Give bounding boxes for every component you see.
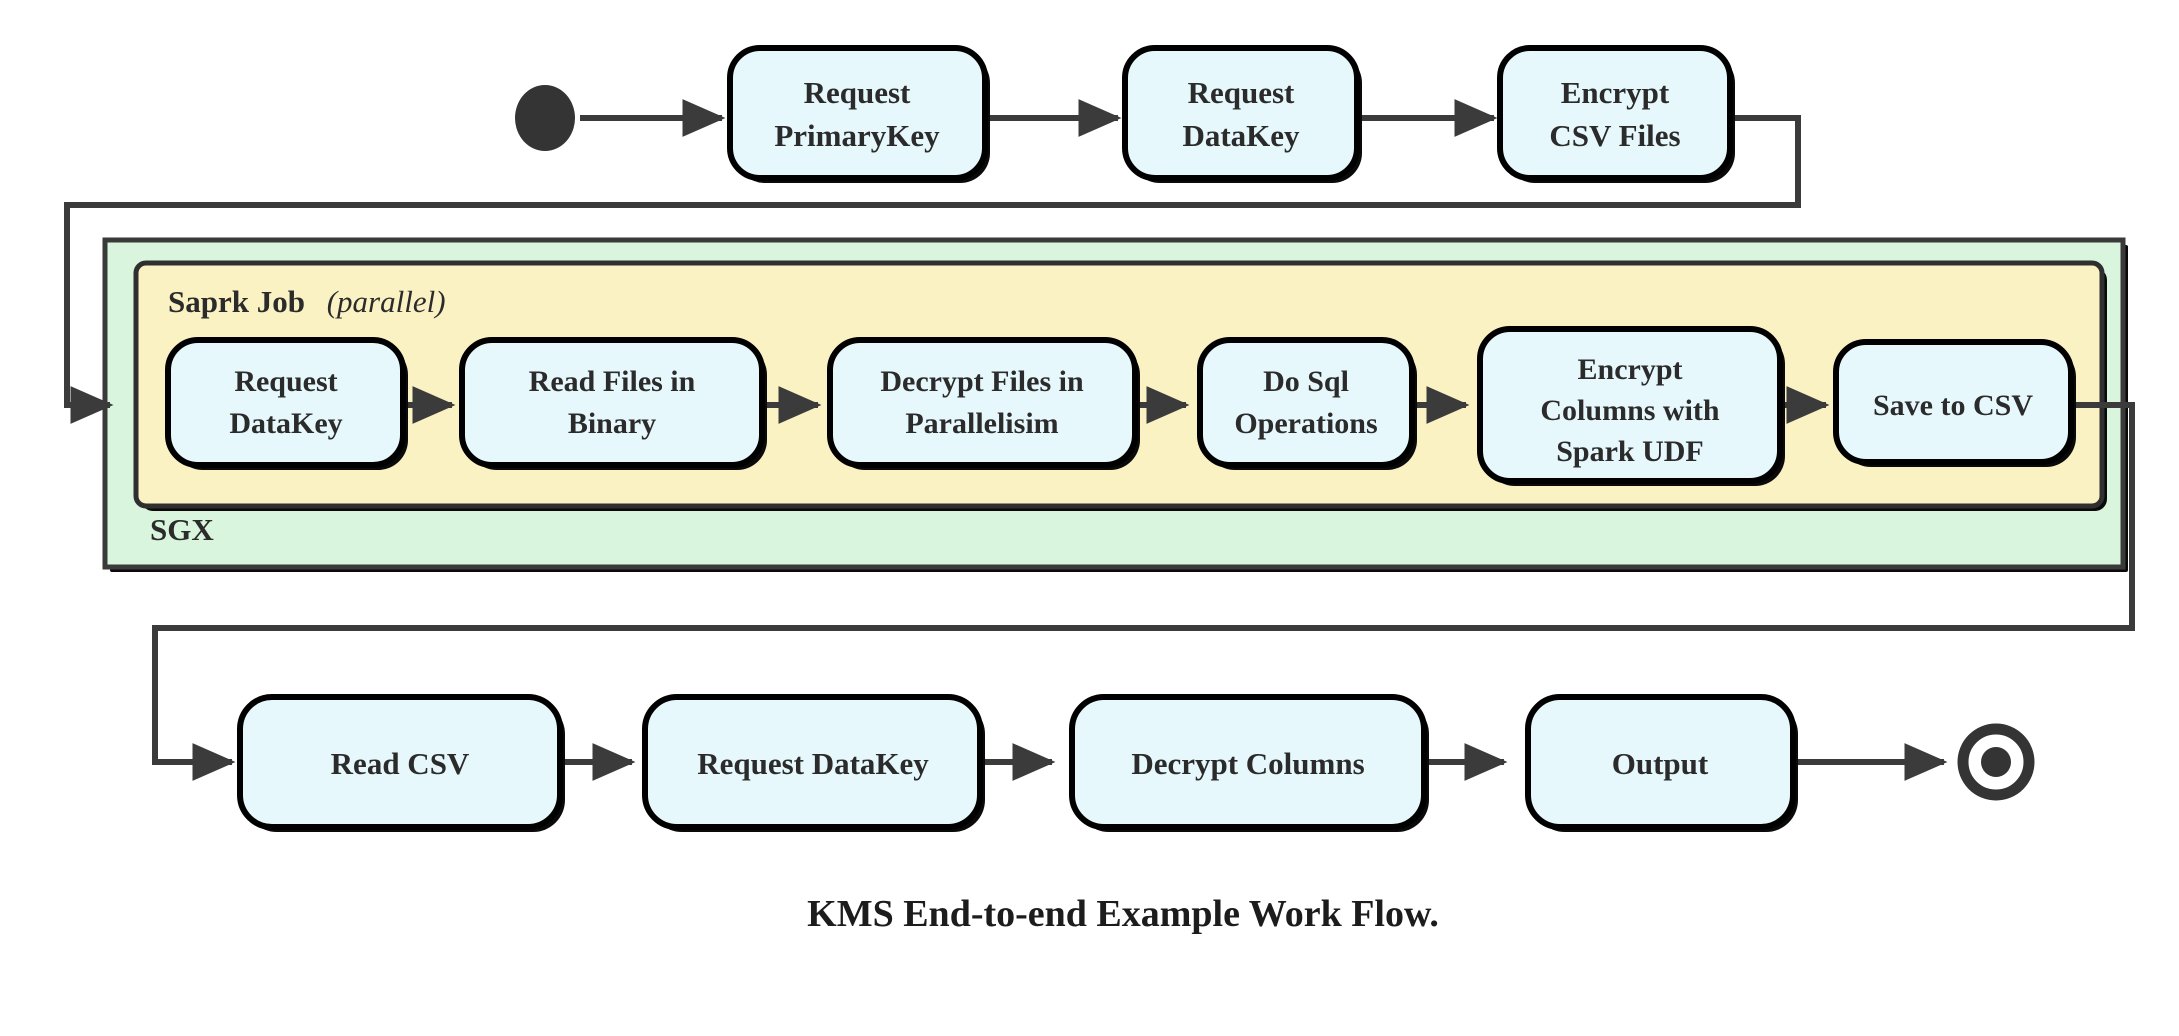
node-encrypt-csv-files[interactable]: Encrypt CSV Files	[1497, 45, 1735, 183]
edge-save-csv-to-read-csv	[152, 402, 2135, 782]
end-node[interactable]	[1957, 723, 2035, 801]
node-request-datakey-spark[interactable]: Request DataKey	[165, 337, 408, 470]
node-label: DataKey	[1182, 118, 1300, 153]
sgx-label: SGX	[150, 512, 214, 547]
node-encrypt-columns-with-spark-udf[interactable]: Encrypt Columns with Spark UDF	[1477, 326, 1785, 486]
node-read-files-in-binary[interactable]: Read Files in Binary	[459, 337, 767, 470]
node-label: Operations	[1234, 407, 1377, 440]
node-label: Decrypt Files in	[880, 365, 1084, 398]
node-label: CSV Files	[1549, 118, 1680, 153]
node-label: Output	[1612, 746, 1709, 781]
node-request-primarykey[interactable]: Request PrimaryKey	[727, 45, 990, 183]
edges-layer	[64, 98, 2135, 782]
node-label: Do Sql	[1263, 365, 1349, 398]
edge-encrypt-csv-to-spark-request-datakey	[64, 115, 1801, 425]
node-label: Read CSV	[331, 746, 470, 781]
node-label: Request	[1188, 75, 1295, 110]
spark-job-label: Saprk Job (parallel)	[168, 284, 446, 319]
node-label: Request DataKey	[697, 746, 929, 781]
node-label: Binary	[568, 407, 656, 440]
node-label: Decrypt Columns	[1131, 746, 1364, 781]
diagram-caption: KMS End-to-end Example Work Flow.	[807, 893, 1439, 935]
spark-job-label-suffix: (parallel)	[327, 284, 446, 319]
node-label: Spark UDF	[1556, 435, 1704, 468]
node-label: Request	[234, 365, 337, 398]
node-label: Encrypt	[1578, 353, 1683, 386]
node-decrypt-files-in-parallelisim[interactable]: Decrypt Files in Parallelisim	[827, 337, 1140, 470]
node-label: PrimaryKey	[774, 118, 940, 153]
node-label: Encrypt	[1561, 75, 1670, 110]
node-decrypt-columns[interactable]: Decrypt Columns	[1069, 694, 1429, 832]
node-label: Parallelisim	[905, 407, 1058, 440]
node-request-datakey-bottom[interactable]: Request DataKey	[642, 694, 985, 832]
node-label: Save to CSV	[1873, 389, 2033, 422]
node-label: DataKey	[229, 407, 342, 440]
node-request-datakey-top[interactable]: Request DataKey	[1122, 45, 1362, 183]
node-output[interactable]: Output	[1525, 694, 1798, 832]
node-read-csv[interactable]: Read CSV	[237, 694, 565, 832]
node-label: Request	[804, 75, 911, 110]
node-save-to-csv[interactable]: Save to CSV	[1833, 339, 2076, 467]
node-do-sql-operations[interactable]: Do Sql Operations	[1197, 337, 1417, 470]
node-label: Read Files in	[529, 365, 696, 398]
start-node[interactable]	[515, 85, 575, 151]
node-label: Columns with	[1540, 394, 1720, 427]
spark-job-label-text: Saprk Job	[168, 284, 305, 319]
